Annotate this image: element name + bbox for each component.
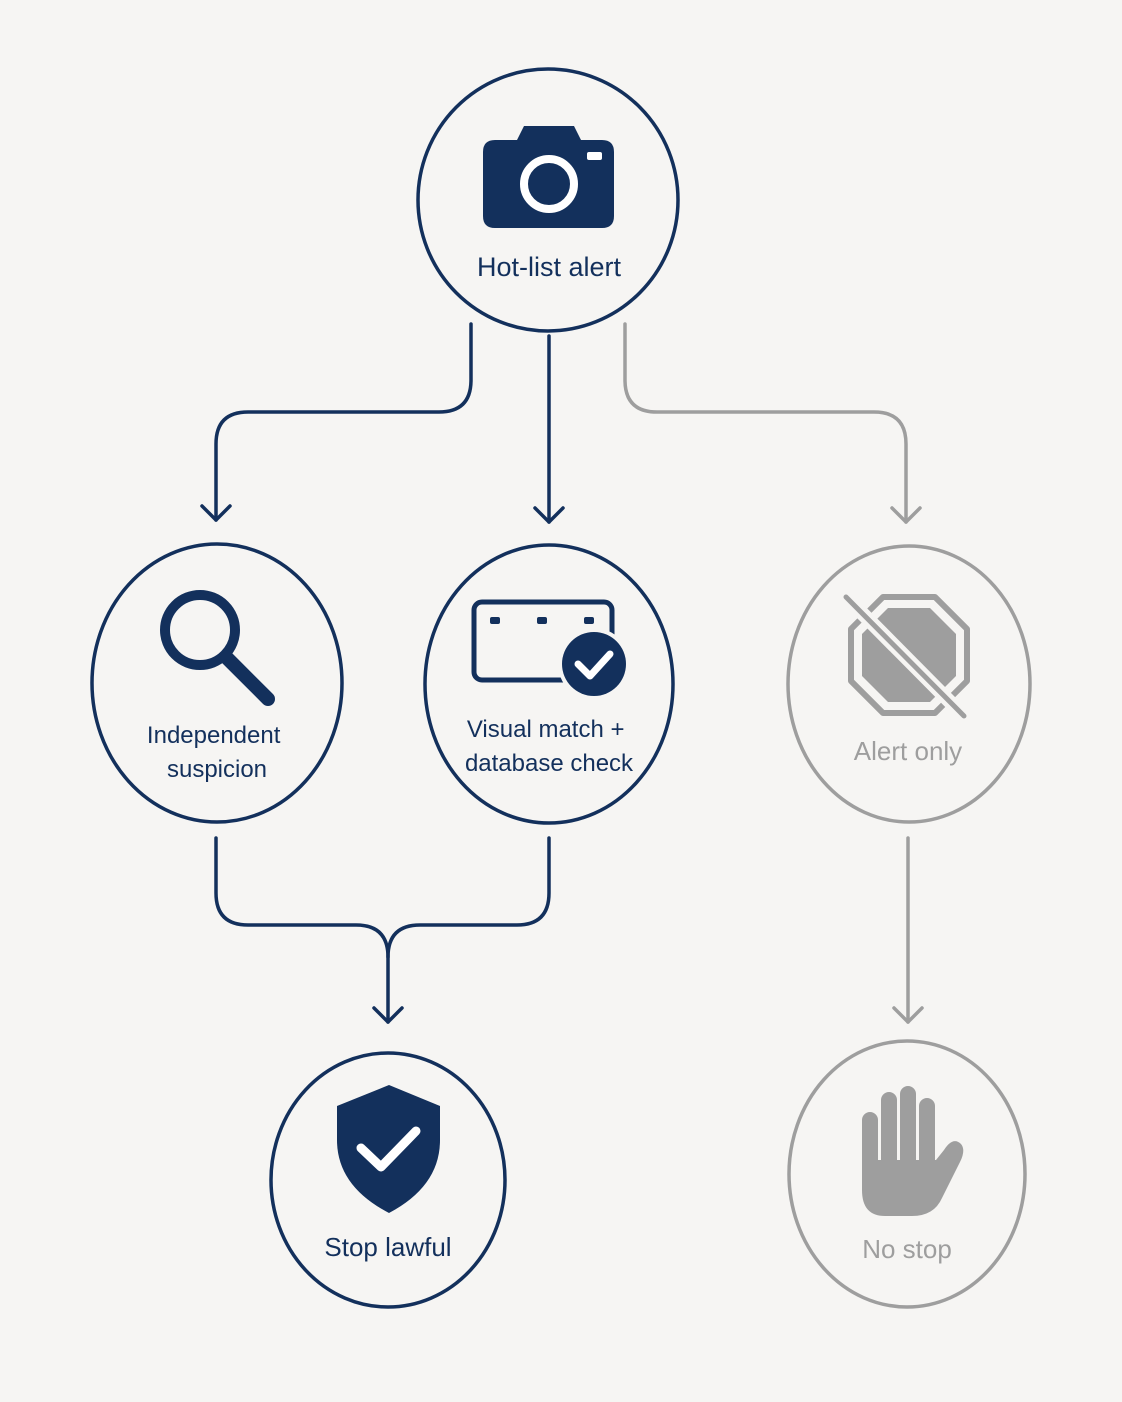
magnifier-icon [160, 590, 275, 706]
arrowhead-stop-lawful [372, 1006, 404, 1024]
connector-hotlist-to-independent [214, 322, 473, 522]
arrowhead-visual [533, 506, 565, 524]
visual-match-label: Visual match + database check [465, 716, 634, 777]
hand-icon [862, 1086, 964, 1216]
no-stop-sign-icon [841, 592, 970, 721]
independent-suspicion-label: Independent suspicion [147, 722, 287, 783]
plate-check-icon [471, 599, 630, 700]
node-no-stop: No stop [787, 1039, 1027, 1309]
stop-lawful-label: Stop lawful [324, 1232, 451, 1262]
hotlist-alert-label: Hot-list alert [477, 252, 622, 282]
node-alert-only: Alert only [786, 544, 1032, 824]
node-visual-match: Visual match + database check [423, 543, 675, 825]
connector-independent-to-stop [214, 836, 390, 1024]
arrowhead-no-stop [892, 1006, 924, 1024]
node-independent-suspicion: Independent suspicion [90, 542, 344, 824]
camera-icon [483, 126, 614, 228]
node-stop-lawful: Stop lawful [269, 1051, 507, 1309]
connector-visual-to-stop [386, 836, 551, 959]
connector-hotlist-to-alert-only [623, 322, 908, 524]
arrowhead-independent [200, 504, 232, 522]
node-hotlist-alert: Hot-list alert [416, 67, 680, 333]
arrowhead-alert-only [890, 506, 922, 524]
alert-only-label: Alert only [854, 736, 962, 766]
no-stop-label: No stop [862, 1234, 952, 1264]
shield-check-icon [337, 1085, 440, 1213]
